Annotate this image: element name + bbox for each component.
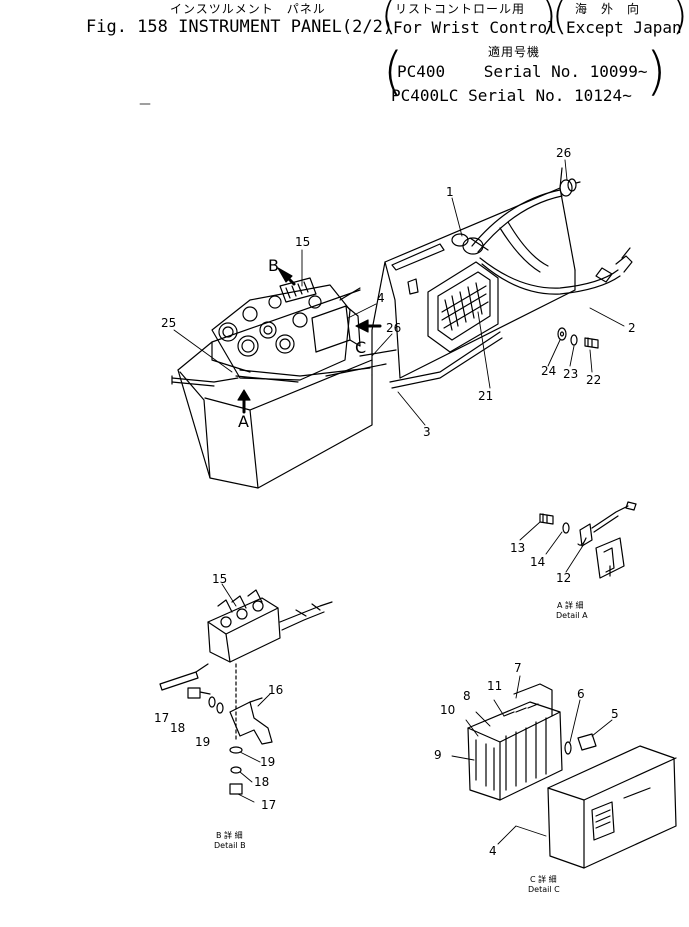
detail-a-callout-14: 14 (530, 555, 546, 569)
callout-15: 15 (295, 235, 311, 249)
detail-a-callout-13: 13 (510, 541, 526, 555)
view-arrow-a (237, 389, 251, 414)
detail-b-callout-15: 15 (212, 572, 228, 586)
detail-a-label: Detail A (556, 611, 588, 620)
figure-title: Fig. 158 INSTRUMENT PANEL(2/2) (86, 17, 394, 37)
detail-b-drawing (159, 583, 333, 803)
detail-b-callout-19-upper: 19 (195, 735, 211, 749)
detail-a-label-jp: A 詳 細 (557, 601, 584, 610)
serial-pc400: PC400 Serial No. 10099~ (397, 62, 648, 81)
bolt-21-washers (557, 327, 599, 349)
callout-24: 26 (556, 146, 572, 160)
callout-1: 1 (446, 185, 454, 199)
serial-heading-jp: 適用号機 (488, 45, 541, 59)
detail-c-callout-11: 11 (487, 679, 503, 693)
callout-20: 21 (478, 389, 494, 403)
detail-c-label: Detail C (528, 885, 560, 894)
callout-2: 2 (628, 321, 636, 335)
view-label-b: B (268, 256, 279, 275)
grommet-24 (559, 178, 581, 197)
title-jp: インスツルメント パネル (170, 2, 326, 16)
detail-c-callout-7: 7 (514, 661, 522, 675)
callout-26: 26 (386, 321, 402, 335)
view-label-c: C (355, 338, 367, 357)
detail-b-callout-17-lower: 17 (261, 798, 277, 812)
detail-a-drawing (519, 501, 637, 579)
detail-b-callout-19-lower: 19 (260, 755, 276, 769)
bracket-right-3: ) (646, 42, 667, 102)
callout-4: 4 (377, 291, 385, 305)
relay-bracket-20 (427, 261, 499, 353)
view-arrow-b (277, 267, 296, 286)
except-japan-note-jp: 海 外 向 (575, 2, 641, 16)
detail-c-callout-5: 5 (611, 707, 619, 721)
part-1 (451, 233, 489, 255)
console-housing (177, 167, 576, 489)
callout-23: 24 (541, 364, 557, 378)
serial-pc400lc: PC400LC Serial No. 10124~ (391, 86, 632, 105)
wrist-control-note-jp: リストコントロール用 (395, 2, 526, 16)
bracket-left-2: ( (552, 0, 568, 39)
detail-c-callout-9: 9 (434, 748, 442, 762)
callout-25: 25 (161, 316, 177, 330)
detail-b-callout-16: 16 (268, 683, 284, 697)
detail-b-callout-17-upper: 17 (154, 711, 170, 725)
callout-22: 23 (563, 367, 579, 381)
detail-c-callout-4: 4 (489, 844, 497, 858)
view-arrow-c (355, 319, 382, 333)
detail-b-label: Detail B (214, 841, 246, 850)
view-label-a: A (238, 412, 249, 431)
except-japan-note: Except Japan (566, 18, 682, 37)
detail-c-callout-8: 8 (463, 689, 471, 703)
detail-b-callout-18-lower: 18 (254, 775, 270, 789)
bracket-right-2: ) (672, 0, 688, 39)
detail-c-label-jp: C 詳 細 (530, 875, 557, 884)
callout-21: 22 (586, 373, 602, 387)
detail-a-callout-12: 12 (556, 571, 572, 585)
detail-c-callout-10: 10 (440, 703, 456, 717)
wrist-control-note: For Wrist Control (393, 18, 557, 37)
detail-b-label-jp: B 詳 細 (216, 831, 243, 840)
bracket-left-1: ( (381, 0, 397, 39)
bracket-right-1: ) (541, 0, 557, 39)
switch-cluster (171, 277, 397, 387)
harness-2 (471, 189, 633, 295)
callout-3: 3 (423, 425, 431, 439)
bracket-left-3: ( (383, 42, 404, 102)
detail-c-drawing (451, 675, 677, 869)
detail-c-callout-6: 6 (577, 687, 585, 701)
detail-b-callout-18-upper: 18 (170, 721, 186, 735)
leader-lines-main (173, 159, 625, 426)
